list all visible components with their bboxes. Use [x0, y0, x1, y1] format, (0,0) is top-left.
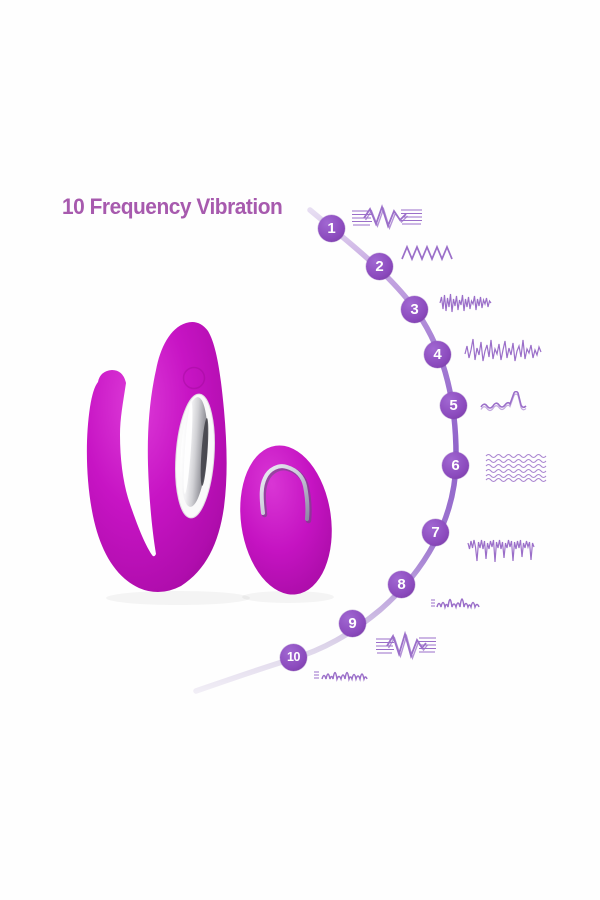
step-number: 8: [397, 576, 406, 593]
step-number: 9: [348, 615, 357, 632]
step-number: 3: [410, 301, 419, 318]
triangle-zigzag-wave-icon: [401, 244, 453, 262]
remote-chrome-loop: [259, 464, 312, 524]
step-number: 7: [431, 524, 440, 541]
scribble-zigzag-speed-lines-wave-icon: [352, 204, 422, 231]
product-illustrations: [86, 322, 334, 605]
step-number: 6: [451, 457, 460, 474]
remote-shadow: [242, 591, 334, 603]
frequency-step-1: 1: [318, 215, 345, 242]
frequency-step-6: 6: [442, 452, 469, 479]
frequency-step-4: 4: [424, 341, 451, 368]
step-number: 1: [327, 220, 336, 237]
step-number: 2: [375, 258, 384, 275]
frequency-step-10: 10: [280, 644, 307, 671]
smooth-bump-wave-icon: [431, 598, 480, 610]
frequency-step-2: 2: [366, 253, 393, 280]
page-title: 10 Frequency Vibration: [62, 194, 283, 219]
scribble-zigzag-speed-lines-wave-icon: [376, 630, 436, 661]
u-shaped-dual-arm-vibrator-illustration: [86, 322, 227, 593]
device-button-outline: [182, 366, 206, 390]
calm-wave-single-spike-icon: [480, 391, 527, 412]
rounded-bump-wave-icon: [314, 671, 368, 682]
frequency-step-8: 8: [388, 571, 415, 598]
frequency-step-5: 5: [440, 392, 467, 419]
step-number: 5: [449, 397, 458, 414]
frequency-step-3: 3: [401, 296, 428, 323]
step-number: 4: [433, 346, 442, 363]
frequency-step-7: 7: [422, 519, 449, 546]
dense-vibration-wave-icon: [439, 293, 492, 313]
device-chrome-control-strip: [175, 393, 215, 519]
device-shadow: [106, 591, 250, 605]
step-number: 10: [287, 650, 300, 665]
modulated-drop-wave-icon: [467, 539, 535, 563]
egg-shaped-remote-control-illustration: [240, 445, 332, 595]
spiky-pulse-wave-icon: [464, 338, 542, 362]
frequency-step-9: 9: [339, 610, 366, 637]
dense-wave-texture-block-icon: [485, 454, 547, 482]
